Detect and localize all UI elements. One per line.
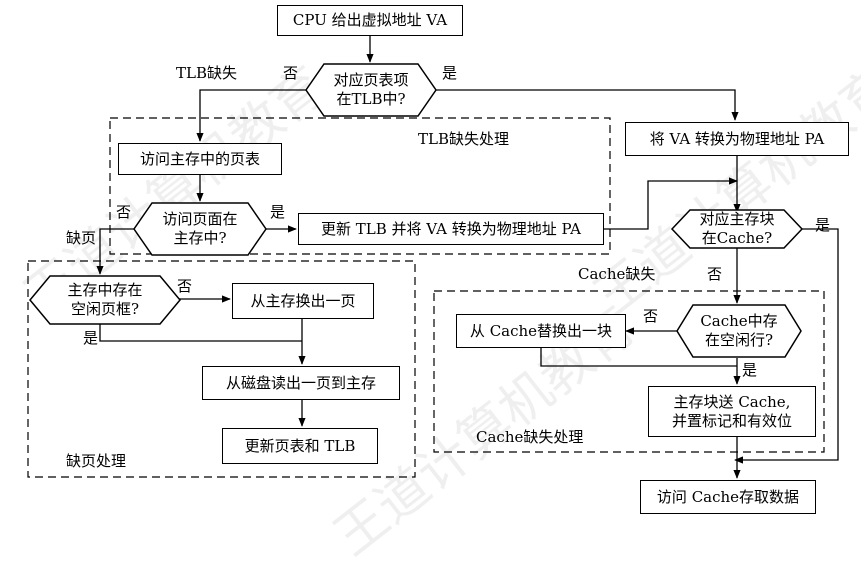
arrow-evict-to-send-block [540,348,737,367]
page-in-memory-line-2: 主存中? [173,229,227,247]
arrow-tlb-hit-to-translate [434,89,739,121]
cache-free-line-diamond [676,304,802,358]
page-fault-region-label: 缺页处理 [66,452,127,470]
cache-miss-region [433,290,825,453]
access-page-table-box: 访问主存中的页表 [118,143,282,175]
tlb-miss-region [109,117,611,255]
cache-check-text: 对应主存块 在Cache? [699,210,774,248]
page-in-memory-diamond [133,202,267,256]
cache-free-line-text: Cache中存 在空闲行? [700,312,777,350]
tlb-check-diamond [305,63,437,117]
translate-pa-box: 将 VA 转换为物理地址 PA [625,122,849,156]
flowchart-canvas [27,36,839,479]
arrow-page-fault-to-free-frame [96,228,136,275]
arrow-cache-hit-to-access-cache [734,228,839,464]
cache-yes-label: 是 [815,216,831,234]
send-block-line-2: 并置标记和有效位 [671,411,792,430]
page-yes-label: 是 [270,203,286,221]
free-line-yes-label: 是 [742,361,758,379]
send-block-line-1: 主存块送 Cache, [673,392,791,411]
cache-evict-box: 从 Cache替换出一块 [456,314,626,348]
tlb-yes-label: 是 [442,64,458,82]
cache-check-line-2: 在Cache? [701,229,773,247]
cache-region-label: Cache缺失处理 [476,428,584,446]
read-disk-box: 从磁盘读出一页到主存 [202,366,400,400]
free-frame-no-label: 否 [177,277,193,295]
arrow-update-tlb-to-cache-check [604,177,738,230]
free-frame-line-1: 主存中存在 [67,281,143,299]
page-fault-region [27,260,416,478]
update-page-table-box: 更新页表和 TLB [222,428,378,464]
free-frame-line-2: 空闲页框? [70,300,140,318]
free-frame-yes-label: 是 [83,329,99,347]
tlb-region-label: TLB缺失处理 [418,130,509,148]
free-frame-text: 主存中存在 空闲页框? [67,281,142,319]
tlb-check-line-1: 对应页表项 [333,71,409,89]
page-fault-label: 缺页 [66,229,97,247]
access-cache-box: 访问 Cache存取数据 [640,480,816,514]
page-no-label: 否 [116,203,132,221]
free-frame-diamond [29,275,181,325]
swap-out-page-box: 从主存换出一页 [232,283,374,319]
cache-free-line-line-1: Cache中存 [700,312,778,330]
tlb-miss-label: TLB缺失 [176,64,237,82]
cache-miss-label: Cache缺失 [578,265,656,283]
arrow-free-frame-yes-path [99,324,302,342]
tlb-check-line-2: 在TLB中? [336,90,406,108]
tlb-check-text: 对应页表项 在TLB中? [333,71,408,109]
page-in-memory-line-1: 访问页面在 [162,210,238,228]
cache-check-diamond [670,209,804,249]
arrow-tlb-miss-to-access-pt [196,89,308,142]
free-line-no-label: 否 [643,307,659,325]
page-in-memory-text: 访问页面在 主存中? [162,210,237,248]
cache-no-label: 否 [707,265,723,283]
tlb-no-label: 否 [283,64,299,82]
cache-check-line-1: 对应主存块 [699,210,775,228]
update-tlb-box: 更新 TLB 并将 VA 转换为物理地址 PA [298,213,604,245]
start-box: CPU 给出虚拟地址 VA [277,5,463,36]
cache-free-line-line-2: 在空闲行? [704,331,774,349]
send-block-box: 主存块送 Cache, 并置标记和有效位 [648,386,816,437]
